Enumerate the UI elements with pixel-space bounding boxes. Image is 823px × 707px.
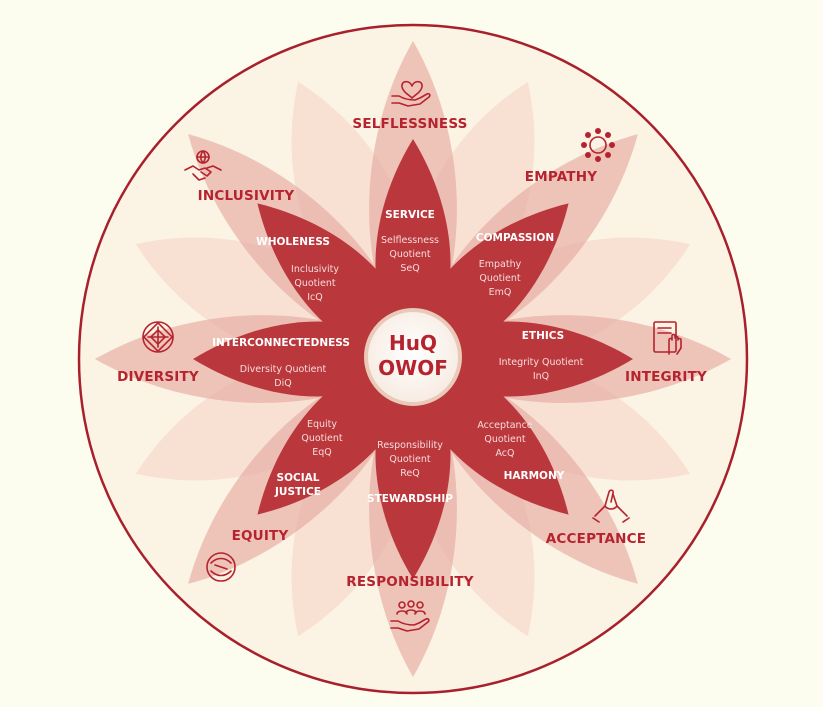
- svg-text:WHOLENESS: WHOLENESS: [256, 236, 330, 248]
- circular-hands-icon: [206, 552, 236, 582]
- svg-text:ETHICS: ETHICS: [522, 330, 565, 342]
- svg-text:HARMONY: HARMONY: [504, 470, 565, 482]
- label-acceptance: ACCEPTANCE: [546, 531, 646, 547]
- svg-text:COMPASSION: COMPASSION: [476, 232, 554, 244]
- svg-text:JUSTICE: JUSTICE: [274, 486, 321, 498]
- inner-interconnectedness: INTERCONNECTEDNESS Diversity Quotient Di…: [212, 337, 350, 389]
- handshake-globe-icon: [184, 150, 222, 181]
- svg-text:IcQ: IcQ: [307, 292, 323, 303]
- svg-text:Inclusivity: Inclusivity: [291, 264, 339, 275]
- inner-ethics: ETHICS Integrity Quotient InQ: [499, 330, 584, 382]
- svg-text:Quotient: Quotient: [484, 434, 526, 445]
- svg-text:SeQ: SeQ: [400, 263, 419, 274]
- svg-text:Empathy: Empathy: [479, 259, 522, 270]
- label-responsibility: RESPONSIBILITY: [346, 574, 474, 590]
- label-empathy: EMPATHY: [525, 169, 597, 185]
- svg-text:Quotient: Quotient: [301, 433, 343, 444]
- label-equity: EQUITY: [232, 528, 289, 544]
- svg-text:Quotient: Quotient: [389, 249, 431, 260]
- svg-text:Responsibility: Responsibility: [377, 440, 443, 451]
- svg-text:INTERCONNECTEDNESS: INTERCONNECTEDNESS: [212, 337, 350, 349]
- svg-text:Quotient: Quotient: [294, 278, 336, 289]
- svg-text:Diversity Quotient: Diversity Quotient: [240, 364, 327, 375]
- svg-text:STEWARDSHIP: STEWARDSHIP: [367, 493, 453, 505]
- label-integrity: INTEGRITY: [625, 369, 707, 385]
- inner-compassion: COMPASSION Empathy Quotient EmQ: [476, 232, 554, 298]
- joined-hands-icon: [592, 489, 630, 523]
- inner-social-justice: Equity Quotient EqQ SOCIAL JUSTICE: [274, 419, 343, 498]
- group-in-hand-icon: [390, 600, 430, 632]
- label-inclusivity: INCLUSIVITY: [198, 188, 295, 204]
- inner-stewardship: Responsibility Quotient ReQ STEWARDSHIP: [367, 440, 453, 505]
- svg-text:AcQ: AcQ: [495, 448, 514, 459]
- svg-text:SERVICE: SERVICE: [385, 209, 435, 221]
- svg-text:SOCIAL: SOCIAL: [277, 472, 320, 484]
- label-selflessness: SELFLESSNESS: [352, 116, 467, 132]
- svg-text:EmQ: EmQ: [489, 287, 512, 298]
- people-circle-icon: [581, 128, 615, 162]
- center-line2: OWOF: [378, 356, 448, 380]
- svg-text:InQ: InQ: [533, 371, 549, 382]
- center-disc: [364, 308, 462, 406]
- inner-service: SERVICE Selflessness Quotient SeQ: [381, 209, 439, 274]
- svg-text:Integrity Quotient: Integrity Quotient: [499, 357, 584, 368]
- svg-text:Quotient: Quotient: [479, 273, 521, 284]
- inner-wholeness: WHOLENESS Inclusivity Quotient IcQ: [256, 236, 339, 303]
- svg-text:Equity: Equity: [307, 419, 337, 430]
- svg-text:Quotient: Quotient: [389, 454, 431, 465]
- inner-harmony: Acceptance Quotient AcQ HARMONY: [477, 420, 564, 482]
- label-diversity: DIVERSITY: [117, 369, 199, 385]
- hand-on-document-icon: [653, 321, 682, 355]
- svg-text:ReQ: ReQ: [400, 468, 420, 479]
- knot-icon: [142, 321, 174, 353]
- svg-text:DiQ: DiQ: [274, 378, 291, 389]
- svg-text:Acceptance: Acceptance: [477, 420, 532, 431]
- svg-text:EqQ: EqQ: [312, 447, 332, 458]
- heart-in-hand-icon: [391, 80, 431, 107]
- center-line1: HuQ: [389, 331, 437, 355]
- svg-text:Selflessness: Selflessness: [381, 235, 439, 246]
